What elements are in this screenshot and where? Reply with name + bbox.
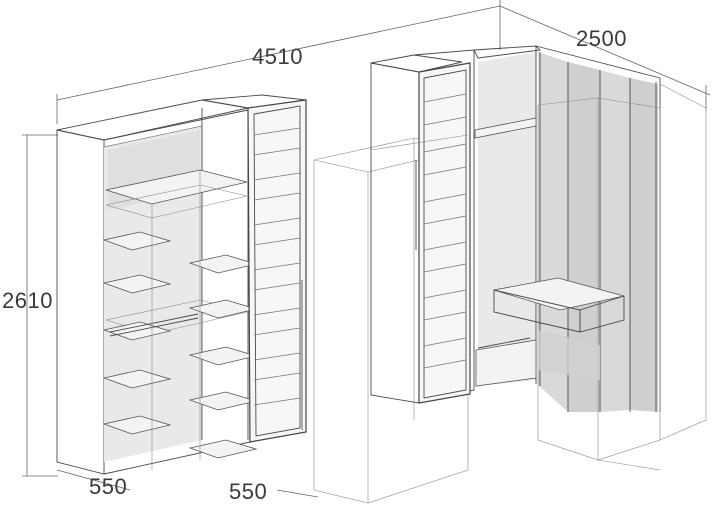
left-wardrobe-unit: [56, 99, 258, 475]
dimension-height: 2610: [2, 288, 53, 313]
right-corner-unit: [370, 45, 707, 471]
dimension-lines: [22, 0, 711, 498]
dimension-depth-right: 550: [229, 479, 267, 504]
left-glass-column: [201, 94, 307, 443]
dimension-depth-left: 550: [89, 474, 127, 499]
dimension-total-width: 4510: [252, 44, 303, 69]
dimension-corner-width: 2500: [576, 26, 627, 51]
